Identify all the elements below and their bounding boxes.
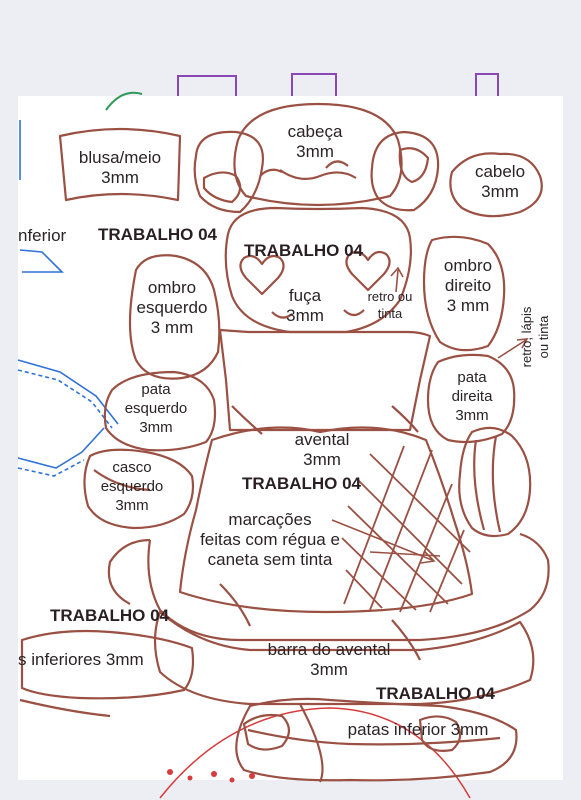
label-inferior-left: nferior (18, 226, 67, 245)
label-cabeca: cabeça 3mm (287, 122, 343, 161)
label-retro-ou-tinta: retro ou tinta (367, 289, 413, 321)
red-dots (167, 769, 255, 783)
heart-left (239, 254, 285, 296)
label-trabalho-3: TRABALHO 04 (242, 474, 362, 493)
pata-esquerda-outline (103, 370, 217, 452)
label-trabalho-5: TRABALHO 04 (376, 684, 496, 703)
label-trabalho-2: TRABALHO 04 (244, 241, 364, 260)
label-casco-esquerdo: casco esquerdo 3mm (100, 459, 164, 514)
cabelo-outline (449, 152, 543, 218)
casco-direito-outline (458, 426, 532, 538)
avental-grid (341, 445, 471, 613)
head-outline (233, 102, 403, 207)
patas-inferior-outline (235, 697, 518, 782)
label-patas-inferior: patas inferior 3mm (347, 720, 489, 739)
avental-outline (178, 426, 474, 614)
paper (18, 96, 563, 780)
label-retro-lapis: retro, lápis ou tinta (519, 306, 551, 368)
pattern-outlines (19, 102, 550, 783)
purple-tabs (177, 73, 499, 96)
inferiores-outline (20, 629, 195, 700)
label-barra-avental: barra do avental 3mm (267, 640, 391, 679)
body-outline (218, 328, 432, 432)
casco-esquerdo-outline (83, 448, 195, 530)
label-inferiores: s inferiores 3mm (18, 650, 144, 669)
label-trabalho-1: TRABALHO 04 (98, 225, 218, 244)
label-fuca: fuça 3mm (286, 286, 324, 325)
label-ombro-direito: ombro direito 3 mm (443, 256, 493, 315)
pata-direita-outline (426, 353, 516, 444)
label-ombro-esquerdo: ombro esquerdo 3 mm (136, 278, 208, 337)
blusa-meio-outline (58, 127, 182, 202)
label-pata-direita: pata direita 3mm (451, 369, 493, 424)
label-trabalho-4: TRABALHO 04 (50, 606, 170, 625)
label-cabelo: cabelo 3mm (474, 162, 526, 201)
label-pata-esquerdo: pata esquerdo 3mm (124, 381, 188, 436)
lower-body-outline (147, 532, 550, 642)
ombro-direito-outline (422, 235, 506, 352)
label-blusa-meio: blusa/meio 3mm (78, 148, 162, 187)
green-arc (105, 91, 143, 111)
blue-lines (17, 120, 119, 477)
label-avental: avental 3mm (294, 430, 350, 469)
ear-right (370, 130, 440, 212)
heart-right (345, 250, 391, 292)
barra-avental-outline (153, 610, 535, 706)
label-marcacoes: marcações feitas com régua e caneta sem … (200, 510, 340, 569)
arrows (331, 266, 529, 564)
fuca-outline (224, 206, 412, 334)
ombro-esquerdo-outline (128, 254, 221, 380)
ear-left (193, 130, 265, 214)
